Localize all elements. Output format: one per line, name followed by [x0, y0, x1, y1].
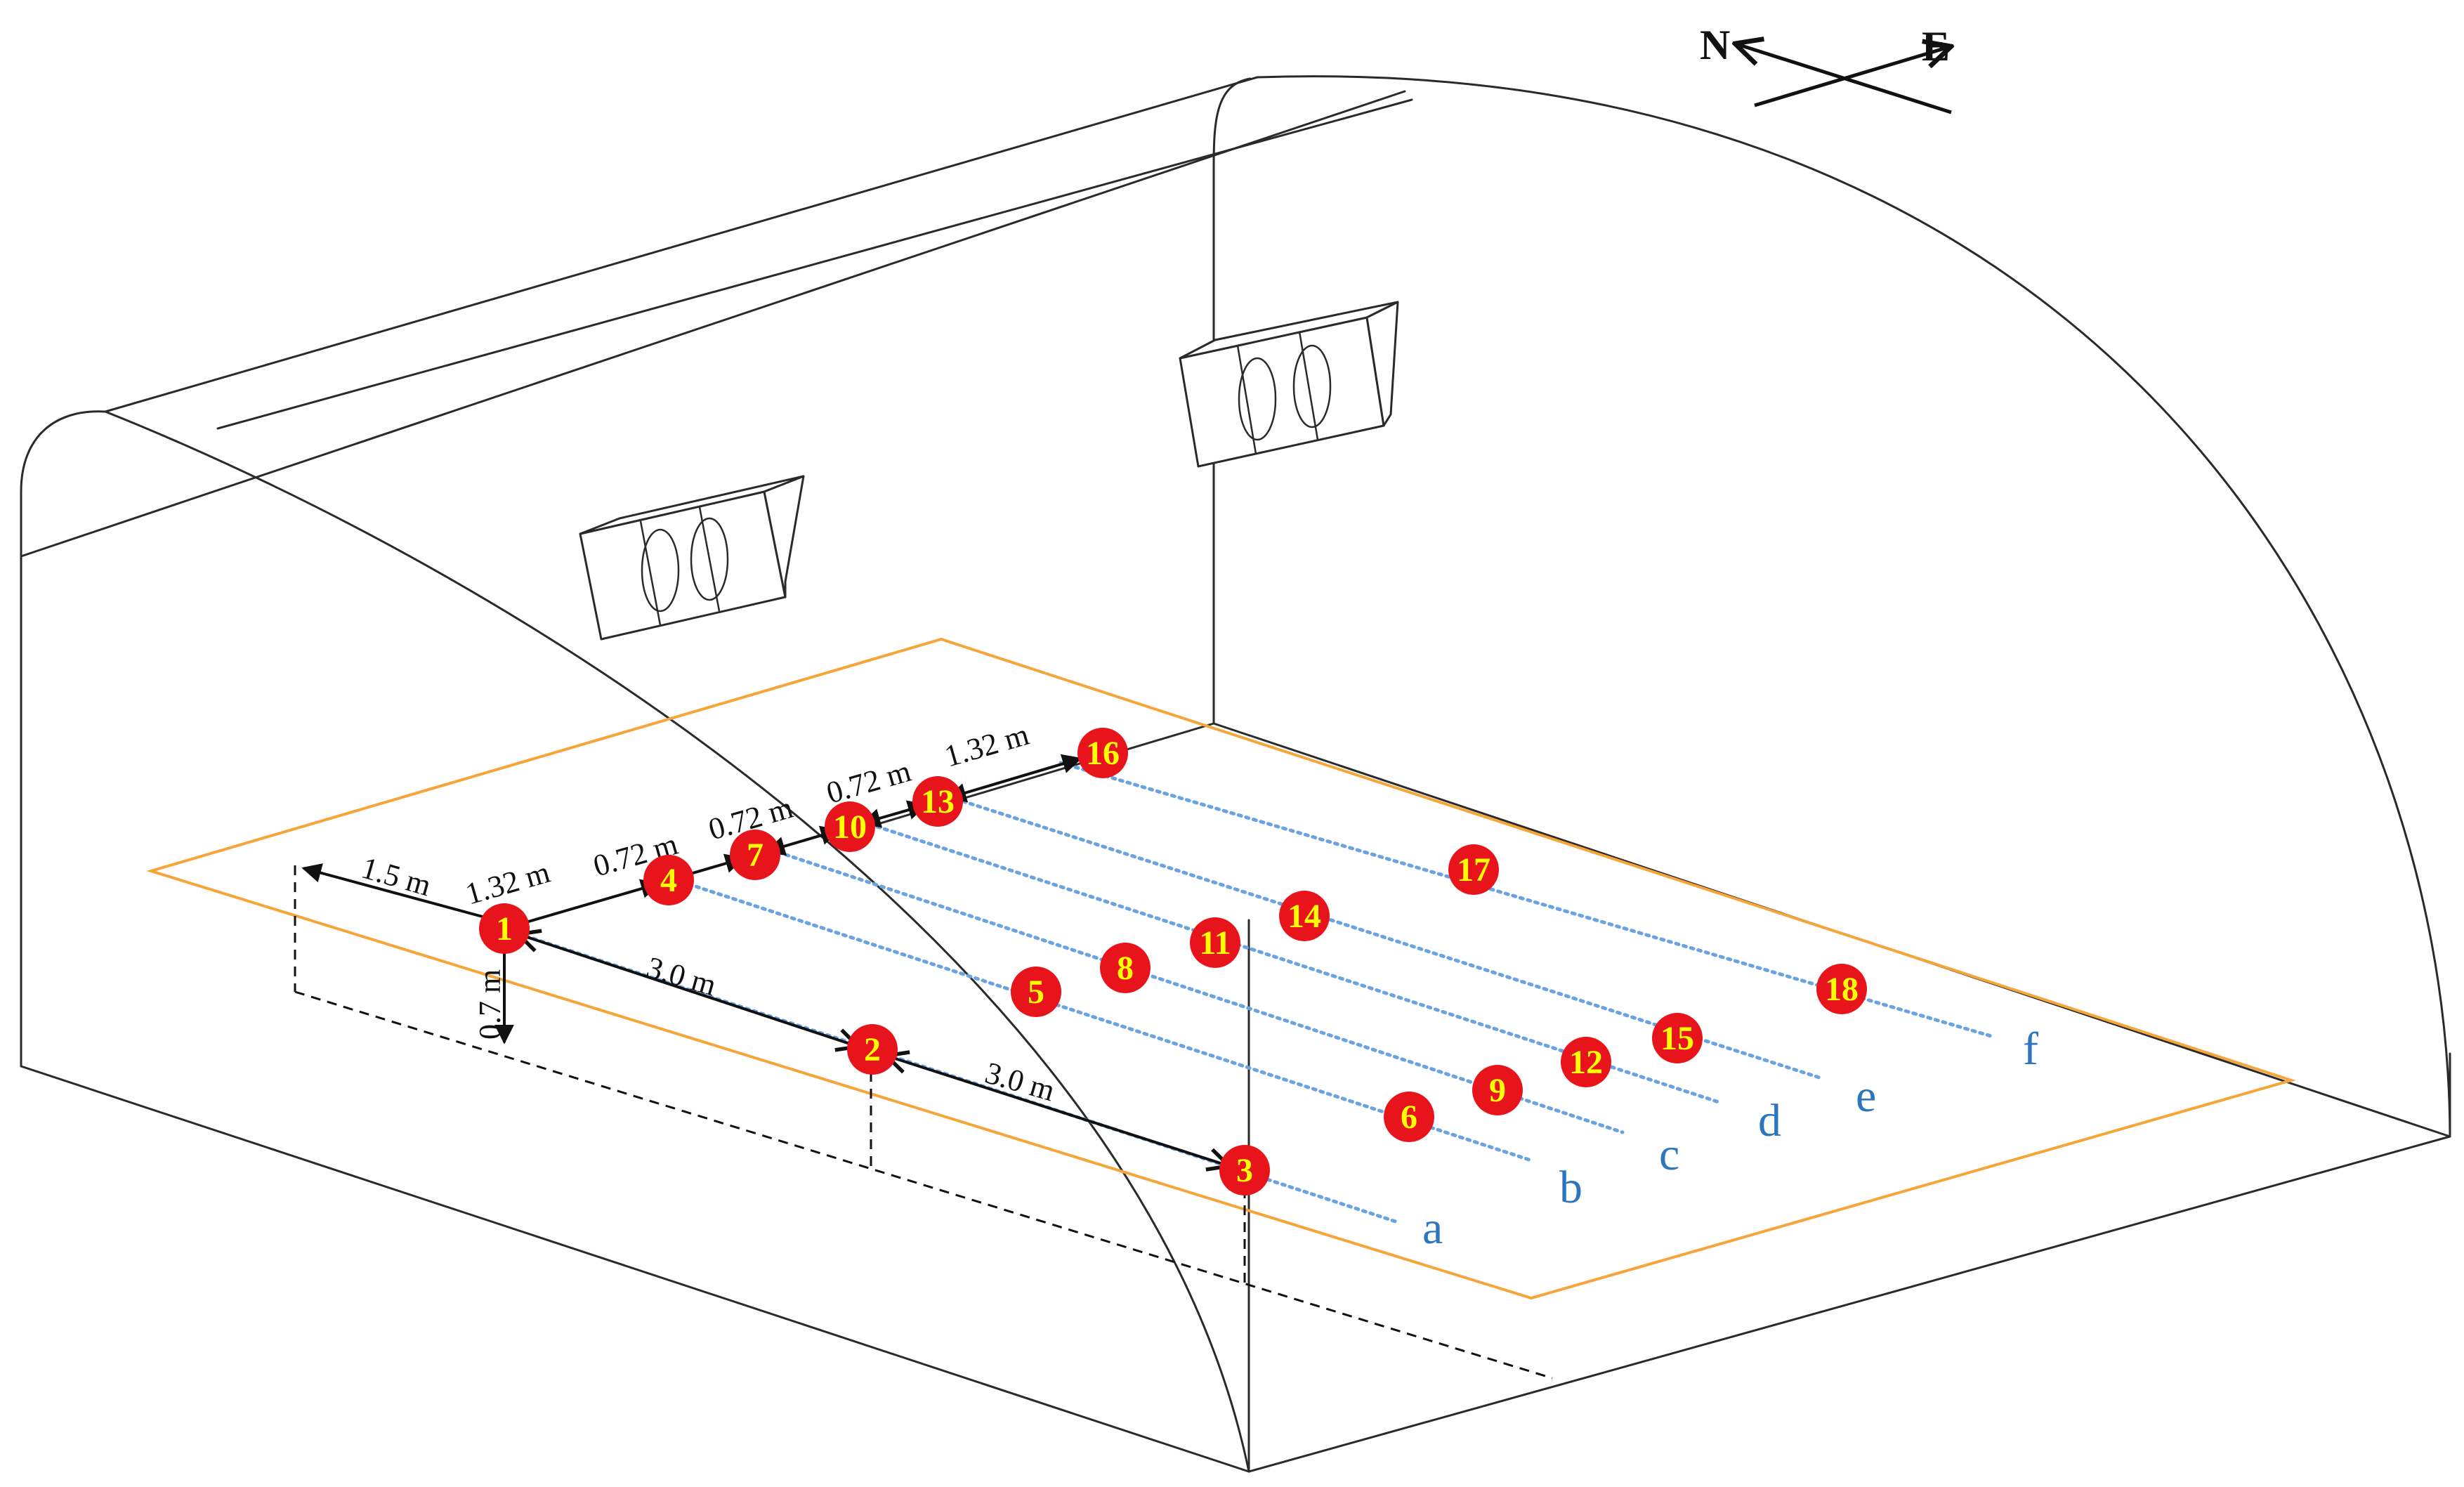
dim-label-0.7m: 0.7 m	[473, 969, 507, 1040]
fan-blade-icon	[1292, 344, 1332, 428]
sensor-9: 9	[1472, 1065, 1523, 1115]
sensor-label: 6	[1401, 1099, 1417, 1136]
sensor-label: 4	[660, 862, 677, 899]
row-line-e	[946, 794, 1821, 1080]
sensor-17: 17	[1448, 844, 1499, 895]
row-label-f: f	[2023, 1023, 2038, 1075]
row-label-a: a	[1422, 1203, 1443, 1254]
sensor-marker	[1279, 891, 1330, 941]
sensor-7: 7	[730, 830, 780, 880]
sensor-11: 11	[1190, 917, 1240, 968]
compass: N E	[1700, 22, 1952, 114]
sensor-marker	[1190, 917, 1240, 968]
sensor-marker	[847, 1024, 898, 1075]
sensor-18: 18	[1816, 964, 1867, 1014]
sensor-marker	[1384, 1092, 1434, 1142]
row-label-d: d	[1758, 1095, 1781, 1146]
row-label-c: c	[1659, 1129, 1679, 1180]
sensor-marker	[825, 801, 875, 852]
exhaust-fan-right	[1179, 301, 1399, 468]
sensor-marker	[1100, 943, 1151, 993]
exhaust-fan-left	[579, 475, 805, 641]
sensor-2: 2	[847, 1024, 898, 1075]
sensor-marker	[1561, 1037, 1611, 1087]
sensor-marker	[479, 903, 530, 954]
sensor-4: 4	[643, 855, 694, 905]
sensor-marker	[730, 830, 780, 880]
compass-north-label: N	[1700, 22, 1730, 68]
dim-label-1.32m-a: 1.32 m	[461, 855, 553, 912]
sensor-13: 13	[912, 776, 963, 827]
sensor-12: 12	[1561, 1037, 1611, 1087]
sensor-10: 10	[825, 801, 875, 852]
sensor-label: 10	[833, 808, 867, 846]
sensor-label: 7	[747, 837, 764, 874]
sensor-8: 8	[1100, 943, 1151, 993]
sensor-label: 14	[1287, 898, 1321, 935]
dim-label-0.72m-c: 0.72 m	[823, 754, 915, 811]
row-labels: a b c d e f	[1422, 1023, 2038, 1254]
sensor-marker	[912, 776, 963, 827]
sensor-3: 3	[1219, 1145, 1270, 1196]
sensor-label: 17	[1457, 851, 1490, 889]
sensor-label: 8	[1117, 950, 1134, 987]
dim-label-1.5m: 1.5 m	[358, 851, 435, 903]
sensor-label: 1	[496, 910, 513, 948]
compass-north-arrow	[1735, 44, 1952, 114]
sensor-marker	[1652, 1013, 1703, 1063]
dim-label-1.32m-b: 1.32 m	[941, 717, 1033, 774]
sensor-label: 18	[1825, 971, 1859, 1008]
compass-east-label: E	[1922, 23, 1950, 70]
sensor-label: 13	[921, 783, 955, 820]
sensor-marker	[643, 855, 694, 905]
sensor-label: 2	[864, 1031, 881, 1068]
sensor-marker	[1077, 728, 1128, 778]
sensor-15: 15	[1652, 1013, 1703, 1063]
row-label-b: b	[1559, 1162, 1582, 1213]
sensor-1: 1	[479, 903, 530, 954]
sensor-label: 5	[1028, 974, 1044, 1011]
sensor-label: 9	[1489, 1072, 1506, 1109]
dim-label-3.0m-a: 3.0 m	[643, 950, 720, 1003]
compass-east-arrow	[1754, 46, 1951, 107]
row-line-c	[769, 848, 1625, 1134]
sensor-5: 5	[1011, 967, 1061, 1017]
sensor-label: 12	[1569, 1044, 1603, 1081]
sensor-16: 16	[1077, 728, 1128, 778]
fan-blade-icon	[641, 528, 680, 613]
fan-blade-icon	[1238, 357, 1277, 441]
sensor-label: 3	[1236, 1152, 1253, 1189]
sensor-14: 14	[1279, 891, 1330, 941]
sensor-label: 11	[1199, 924, 1231, 962]
sensor-marker	[1219, 1145, 1270, 1196]
sensor-marker	[1816, 964, 1867, 1014]
plot-area	[146, 637, 2296, 1300]
sensor-label: 16	[1086, 735, 1120, 772]
row-label-e: e	[1856, 1070, 1876, 1122]
greenhouse-structure	[20, 75, 2451, 1473]
fan-blade-icon	[690, 517, 729, 601]
sensor-label: 15	[1660, 1020, 1694, 1057]
sensor-6: 6	[1384, 1092, 1434, 1142]
sensor-marker	[1472, 1065, 1523, 1115]
sensor-marker	[1448, 844, 1499, 895]
sensor-marker	[1011, 967, 1061, 1017]
